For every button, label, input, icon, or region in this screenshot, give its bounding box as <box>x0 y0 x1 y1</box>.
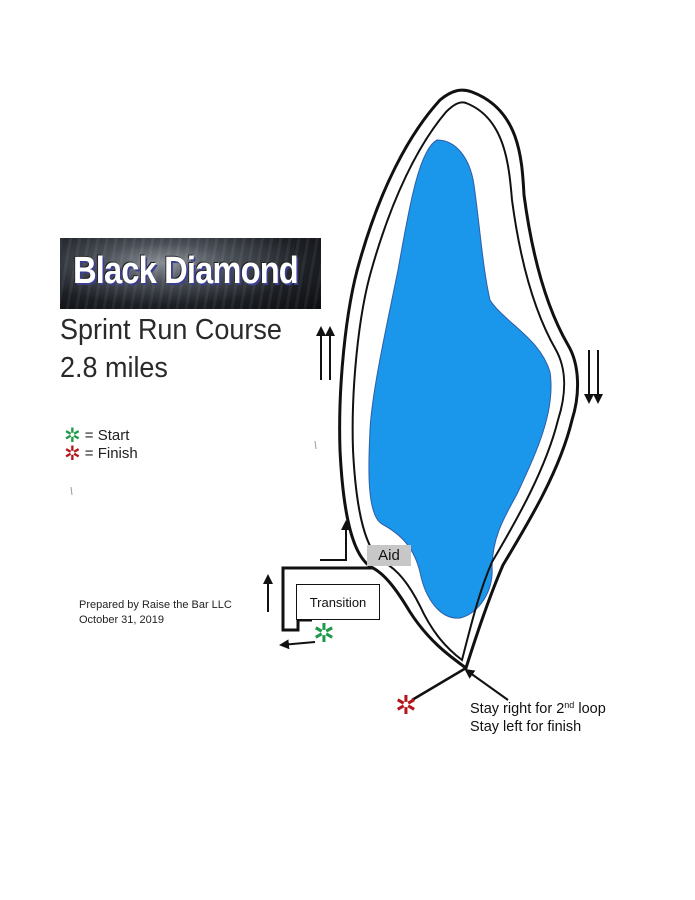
loop-note: Stay right for 2nd loop Stay left for fi… <box>470 700 606 736</box>
prepared-date: October 31, 2019 <box>79 614 165 626</box>
course-distance: 2.8 miles <box>60 352 168 384</box>
transition-area-label: Transition <box>296 584 380 620</box>
legend-finish: ✲= Finish <box>64 443 138 465</box>
legend-start: ✲= Start <box>64 425 130 447</box>
start-left-arrow <box>279 639 316 650</box>
loop-note-arrow <box>464 668 509 701</box>
legend-finish-label: = Finish <box>84 445 138 462</box>
event-banner: Black Diamond <box>60 238 321 309</box>
stray-mark-1 <box>314 440 317 450</box>
start-marker-icon: ✲ <box>313 618 335 648</box>
transition-route <box>281 566 373 632</box>
credits: Prepared by Raise the Bar LLC October 31… <box>79 598 232 628</box>
start-star-icon: ✲ <box>64 425 81 447</box>
event-title: Black Diamond <box>73 250 299 292</box>
finish-star-icon: ✲ <box>64 443 81 465</box>
lake <box>368 139 552 619</box>
loop-note-line-1: Stay right for 2nd loop <box>470 700 606 718</box>
course-title: Sprint Run Course <box>60 314 282 346</box>
prepared-by: Prepared by Raise the Bar LLC <box>79 599 232 611</box>
legend-start-label: = Start <box>84 427 130 444</box>
transition-exit-arrow <box>320 520 351 561</box>
outer-loop-path <box>338 88 580 671</box>
loop-note-line-2: Stay left for finish <box>470 719 582 735</box>
stray-mark-2 <box>70 486 73 496</box>
aid-station-label: Aid <box>367 545 411 566</box>
inner-loop-path <box>351 101 566 662</box>
finish-connector <box>411 666 467 702</box>
finish-marker-icon: ✲ <box>395 690 417 720</box>
